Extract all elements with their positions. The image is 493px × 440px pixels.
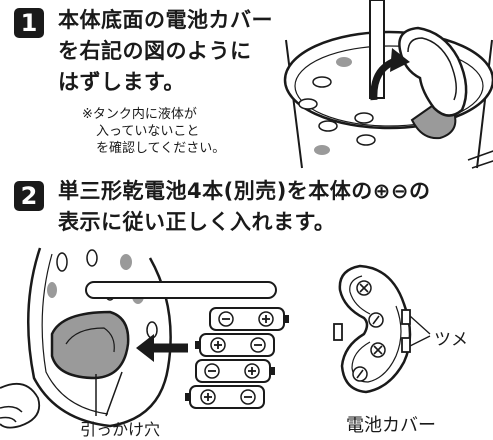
- hole: [354, 112, 374, 124]
- hand-fingers: [0, 405, 23, 423]
- cover-tab-upper: [401, 309, 411, 325]
- battery-cover-lifted: [398, 26, 468, 117]
- step-1-illustration: [283, 0, 493, 169]
- step-2-badge: 2: [14, 181, 44, 211]
- hole: [356, 134, 376, 146]
- hole: [318, 120, 338, 132]
- device-disc-rim: [41, 253, 109, 415]
- battery-4: [185, 385, 265, 409]
- step-1-heading: 本体底面の電池カバー を右記の図のように はずします。: [58, 5, 273, 98]
- tab-leader-lines: [409, 315, 431, 347]
- battery-3: [195, 359, 275, 383]
- hole-gray: [336, 57, 352, 67]
- cover-symbol-minus-bottom: [352, 366, 368, 382]
- step-1-note-line-1: ※タンク内に液体が: [82, 107, 197, 122]
- hook-hole-leader: [95, 371, 123, 417]
- hole-gray: [47, 282, 57, 298]
- table-surface-lines: [467, 150, 493, 169]
- battery-cover-label: 電池カバー: [346, 415, 436, 436]
- hole-gray: [314, 145, 330, 155]
- hook-hole-label: 引っかけ穴: [80, 420, 161, 439]
- hole: [298, 98, 318, 110]
- step-1-heading-line-1: 本体底面の電池カバー: [58, 8, 273, 32]
- tab-label: ツメ: [434, 330, 468, 350]
- battery-compartment: [50, 310, 130, 380]
- cover-symbol-plus-lower: [370, 342, 386, 358]
- hole: [312, 76, 332, 88]
- cover-tab-left: [333, 323, 343, 341]
- device-pipe: [85, 281, 277, 299]
- step-1-note: ※タンク内に液体が 入っていないこと を確認してください。: [82, 106, 225, 157]
- step-2-heading-line-1: 単三形乾電池4本(別売)を本体の⊕⊖の: [58, 179, 431, 203]
- step-1-badge: 1: [14, 8, 44, 38]
- compartment-inner: [65, 327, 115, 353]
- hand-outline: [0, 382, 41, 429]
- battery-cover-illustration: [333, 264, 431, 394]
- step-1-heading-line-3: はずします。: [58, 70, 185, 94]
- step-1-note-line-3: を確認してください。: [96, 141, 226, 156]
- battery-2: [195, 333, 275, 357]
- step-1-heading-line-2: を右記の図のように: [58, 39, 252, 63]
- cover-tab-lower: [401, 337, 411, 353]
- device-inner-rim: [294, 45, 484, 127]
- device-body-outline: [285, 39, 493, 169]
- hole: [86, 249, 98, 267]
- step-1-note-line-2: 入っていないこと: [96, 124, 200, 139]
- step-2-heading: 単三形乾電池4本(別売)を本体の⊕⊖の 表示に従い正しく入れます。: [58, 176, 431, 238]
- battery-cover-inner-line: [349, 275, 402, 383]
- hole: [56, 252, 68, 272]
- step-2-heading-line-2: 表示に従い正しく入れます。: [58, 210, 336, 234]
- battery-cover-inner: [407, 37, 457, 101]
- lift-arrow-head: [390, 48, 410, 72]
- battery-1: [209, 307, 289, 331]
- cover-symbol-minus-upper: [368, 312, 384, 328]
- hole-gray: [120, 254, 132, 270]
- step-2-device-illustration: [0, 247, 289, 429]
- cover-symbol-plus-top: [356, 280, 372, 296]
- insert-arrow-head: [136, 334, 154, 362]
